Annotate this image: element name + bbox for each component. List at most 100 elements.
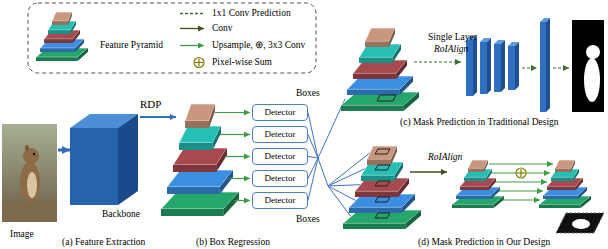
pyramid-slab bbox=[365, 28, 395, 47]
conv-front bbox=[494, 44, 501, 92]
roialign-arrow bbox=[414, 61, 461, 62]
conv-layers bbox=[466, 18, 550, 112]
feature-pyramid bbox=[161, 104, 239, 216]
pyramid-d bbox=[343, 146, 421, 229]
backbone-node: Backbone bbox=[70, 112, 150, 222]
cube-side bbox=[118, 114, 138, 205]
flow-label: Boxes bbox=[296, 214, 320, 225]
dashed-line-sample bbox=[180, 13, 205, 14]
pyramid-slab bbox=[179, 126, 221, 150]
mask-c bbox=[572, 20, 604, 112]
legend-frame bbox=[28, 3, 316, 73]
node-label: Detector bbox=[265, 174, 296, 184]
prediction-arrow bbox=[522, 67, 537, 68]
operation-label: Single Layer bbox=[428, 32, 477, 42]
stage-label: RDP bbox=[140, 98, 161, 110]
roi-box bbox=[375, 213, 390, 218]
fan-line bbox=[308, 158, 318, 179]
legend-label: Feature Pyramid bbox=[100, 40, 163, 50]
photo-soil bbox=[2, 202, 57, 222]
roi-box bbox=[375, 181, 390, 186]
input-photo bbox=[2, 124, 57, 222]
mask-shape bbox=[584, 58, 600, 102]
fan-line bbox=[328, 186, 351, 217]
roialign-arrow bbox=[410, 171, 447, 172]
operation-label: Single Layer bbox=[428, 32, 477, 43]
panel-caption: (b) Box Regression bbox=[196, 237, 270, 248]
rdp-arrow bbox=[140, 116, 176, 118]
pyramid-slab bbox=[52, 12, 72, 25]
level-arrow bbox=[234, 200, 250, 201]
output-pyramid bbox=[539, 160, 591, 208]
operation-label: RoIAlign bbox=[434, 44, 468, 55]
squirrel-body bbox=[20, 162, 40, 202]
node-label: Detector bbox=[265, 196, 296, 206]
sum-symbol bbox=[516, 168, 526, 178]
panel-caption: (d) Mask Prediction in Our Design bbox=[418, 237, 550, 248]
roi-box bbox=[377, 95, 396, 101]
level-arrow bbox=[502, 199, 540, 200]
stage-label: RDP bbox=[140, 98, 161, 111]
panel-caption: (c) Mask Prediction in Traditional Desig… bbox=[400, 117, 559, 128]
roi-box bbox=[375, 149, 390, 154]
fan-line bbox=[328, 185, 360, 186]
image-node: Image bbox=[2, 122, 58, 240]
legend-entry: 1x1 Conv Prediction bbox=[212, 8, 291, 19]
panel-caption: (b) Box Regression bbox=[196, 237, 270, 247]
level-arrow bbox=[225, 156, 250, 157]
panel-caption: (c) Mask Prediction in Traditional Desig… bbox=[400, 117, 559, 127]
legend-label: Upsample, ⊕, 3x3 Conv bbox=[212, 40, 305, 50]
squirrel-ear bbox=[25, 145, 29, 151]
node-label: Detector bbox=[265, 108, 296, 118]
conv-side bbox=[546, 18, 550, 112]
upsample-arrows bbox=[489, 164, 553, 200]
legend-label: Pixel-wise Sum bbox=[212, 57, 272, 67]
detector-box: Detector bbox=[252, 148, 308, 165]
conv-side bbox=[487, 38, 491, 94]
sum-plus bbox=[198, 59, 199, 67]
backbone-cube bbox=[70, 114, 138, 205]
node-label: Backbone bbox=[102, 209, 140, 219]
legend-pyramid-icon bbox=[36, 12, 88, 61]
fan-line bbox=[308, 135, 318, 159]
squirrel-belly bbox=[27, 172, 37, 198]
legend-label: Conv bbox=[212, 23, 233, 33]
mask-shape bbox=[572, 219, 590, 229]
legend-entry: Upsample, ⊕, 3x3 Conv bbox=[212, 40, 305, 51]
level-arrow bbox=[499, 190, 543, 191]
sum-circle bbox=[194, 58, 204, 68]
mask-shape bbox=[586, 45, 600, 59]
photo-ground bbox=[2, 124, 57, 222]
pyramid-slab bbox=[555, 160, 575, 172]
detector-box: Detector bbox=[252, 192, 308, 209]
level-arrow bbox=[495, 181, 547, 182]
panel-caption: (a) Feature Extraction bbox=[62, 237, 145, 248]
mask-ground bbox=[572, 20, 604, 112]
panel-caption: (d) Mask Prediction in Our Design bbox=[418, 237, 550, 247]
node-label: Image bbox=[10, 229, 34, 239]
conv-side bbox=[501, 40, 505, 92]
fan-line bbox=[308, 113, 318, 159]
legend-label: 1x1 Conv Prediction bbox=[212, 8, 291, 18]
pyramid-slab bbox=[468, 160, 488, 172]
fan-line bbox=[328, 186, 356, 201]
node-label: Detector bbox=[265, 152, 296, 162]
pyramid-slab bbox=[173, 148, 227, 172]
mask-d bbox=[556, 213, 604, 233]
detector-box: Detector bbox=[252, 104, 308, 121]
mask-ground bbox=[556, 213, 604, 233]
sum-plus bbox=[520, 169, 521, 177]
flow-label: Boxes bbox=[296, 88, 320, 98]
conv-arrow-sample bbox=[180, 28, 204, 29]
flow-label: Boxes bbox=[296, 88, 320, 99]
legend-entry: Feature Pyramid bbox=[100, 40, 163, 51]
operation-label: RoIAlign bbox=[428, 152, 462, 162]
prediction-arrow bbox=[553, 67, 569, 68]
fan-line bbox=[308, 157, 318, 159]
roi-box bbox=[375, 165, 390, 170]
upsample-arrow-sample bbox=[180, 45, 204, 46]
level-arrow bbox=[215, 112, 250, 113]
detector-box: Detector bbox=[252, 126, 308, 143]
cube-front bbox=[70, 128, 118, 205]
